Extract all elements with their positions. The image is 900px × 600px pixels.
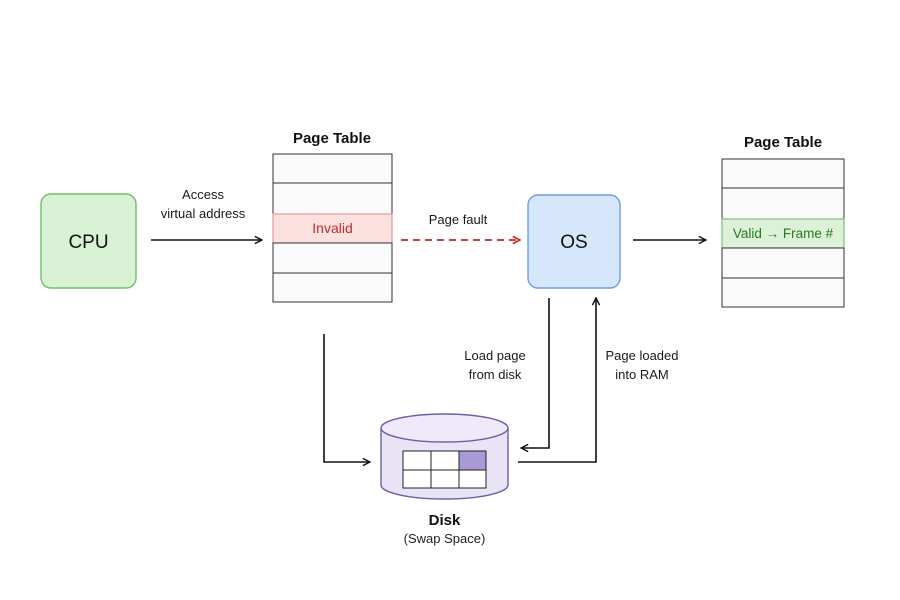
disk-cylinder-top	[380, 413, 509, 443]
valid-entry-row	[721, 218, 845, 249]
disk-sublabel: (Swap Space)	[404, 531, 486, 546]
page-table-right-row	[721, 158, 845, 189]
invalid-entry-label: Invalid	[312, 220, 352, 236]
page-table-left-row	[272, 153, 393, 184]
page-table-left-row	[272, 242, 393, 274]
table-to-disk-arrow	[323, 334, 370, 462]
disk-label: Disk	[429, 512, 461, 529]
cpu-label: CPU	[68, 232, 108, 253]
access-label-line1: Access	[182, 187, 224, 202]
disk-node: Disk (Swap Space)	[380, 413, 509, 546]
page-table-left-title: Page Table	[293, 130, 371, 147]
disk-block	[430, 450, 460, 471]
cpu-node: CPU	[40, 193, 137, 289]
page-table-right-title: Page Table	[744, 134, 822, 151]
page-loaded-arrow	[518, 298, 596, 463]
page-fault-label: Page fault	[429, 212, 488, 227]
invalid-entry-row	[272, 213, 393, 244]
page-table-right-row	[721, 277, 845, 308]
os-label: OS	[560, 232, 587, 253]
disk-block	[430, 469, 460, 489]
page-table-left-row	[272, 182, 393, 215]
page-table-right-row	[721, 187, 845, 220]
access-label-line2: virtual address	[161, 206, 246, 221]
load-page-label-line2: from disk	[469, 367, 522, 382]
page-loaded-label-line2: into RAM	[615, 367, 668, 382]
disk-block-highlighted	[458, 450, 487, 471]
disk-block	[458, 469, 487, 489]
cpu-box	[40, 193, 137, 289]
os-box	[527, 194, 621, 289]
disk-block-grid	[402, 450, 487, 489]
page-table-right-row	[721, 247, 845, 279]
load-page-label-line1: Load page	[464, 348, 525, 363]
os-node: OS	[527, 194, 621, 289]
page-table-left-row	[272, 272, 393, 303]
page-table-left: Page Table Invalid	[272, 130, 393, 303]
page-table-right: Page Table Valid → Frame #	[721, 134, 845, 308]
load-page-arrow	[521, 298, 550, 448]
disk-block	[402, 450, 432, 471]
page-loaded-label-line1: Page loaded	[605, 348, 678, 363]
valid-entry-label: Valid → Frame #	[733, 226, 834, 241]
disk-block	[402, 469, 432, 489]
